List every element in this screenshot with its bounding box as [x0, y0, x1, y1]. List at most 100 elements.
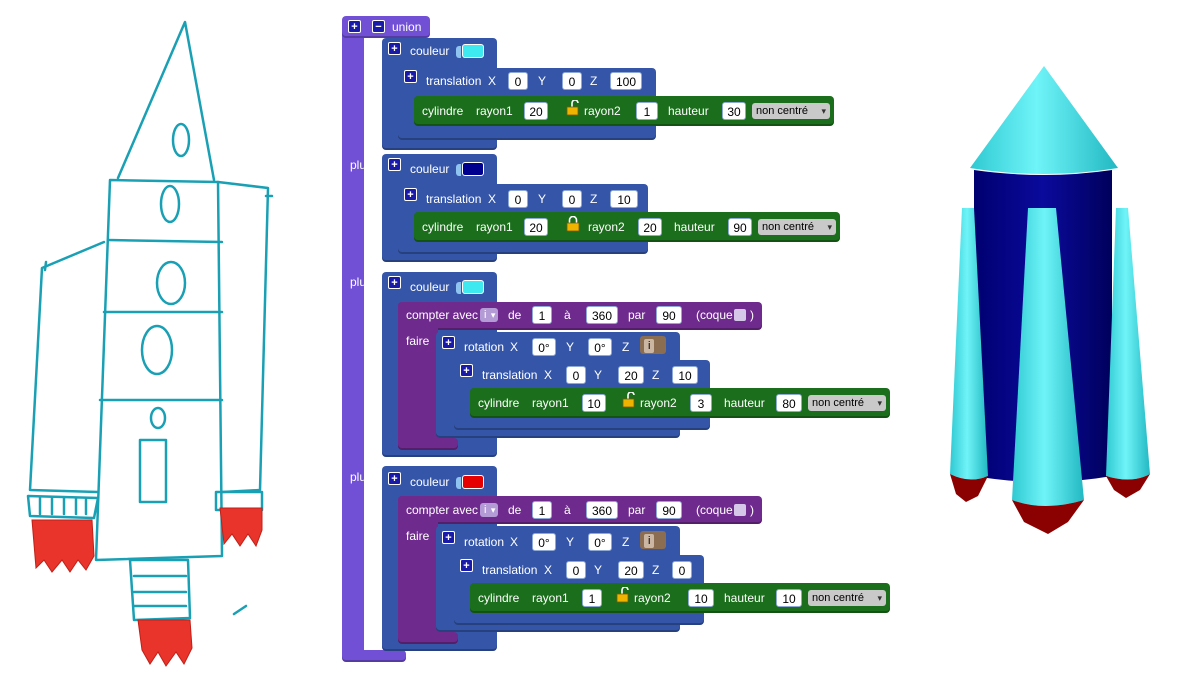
plus-label: plus [350, 158, 373, 172]
radius2-label: rayon2 [584, 104, 621, 118]
radius2-field[interactable]: 20 [638, 218, 662, 236]
lock-closed-icon[interactable] [566, 216, 580, 232]
to-field[interactable]: 360 [586, 306, 618, 324]
expand-icon[interactable]: + [404, 70, 417, 83]
height-label: hauteur [724, 591, 765, 605]
loop-variable-dropdown[interactable]: i [480, 503, 499, 517]
height-field[interactable]: 90 [728, 218, 752, 236]
centering-dropdown[interactable]: non centré [808, 395, 886, 411]
centering-dropdown[interactable]: non centré [808, 590, 886, 606]
color-swatch[interactable] [462, 475, 484, 489]
y-field[interactable]: 20 [618, 366, 644, 384]
union-block[interactable] [342, 16, 364, 661]
centering-dropdown[interactable]: non centré [758, 219, 836, 235]
cylinder-label: cylindre [478, 591, 520, 605]
expand-icon[interactable]: + [388, 472, 401, 485]
radius1-field[interactable]: 10 [582, 394, 606, 412]
rotation-y-field[interactable]: 0° [588, 533, 612, 551]
expand-icon[interactable]: + [404, 188, 417, 201]
rotation-label: rotation [464, 535, 505, 549]
from-field[interactable]: 1 [532, 306, 552, 324]
z-field[interactable]: 0 [672, 561, 692, 579]
variable-name[interactable]: i [644, 339, 655, 353]
rocket-sketch-svg [26, 20, 274, 667]
step-field[interactable]: 90 [656, 501, 682, 519]
z-field[interactable]: 10 [610, 190, 638, 208]
x-label: X [488, 192, 497, 206]
radius2-label: rayon2 [640, 396, 677, 410]
rotation-z-variable[interactable]: i [640, 531, 667, 549]
y-label: Y [566, 535, 575, 549]
count-loop-block[interactable] [398, 496, 762, 524]
expand-icon[interactable]: + [388, 42, 401, 55]
shell-checkbox[interactable] [734, 504, 746, 516]
expand-icon[interactable]: + [460, 559, 473, 572]
radius1-field[interactable]: 20 [524, 102, 548, 120]
x-field[interactable]: 0 [508, 190, 528, 208]
nose-cone [970, 66, 1118, 174]
expand-icon[interactable]: + [442, 531, 455, 544]
x-label: X [510, 535, 519, 549]
to-label: à [564, 503, 571, 517]
z-field[interactable]: 10 [672, 366, 698, 384]
loop-variable-dropdown[interactable]: i [480, 308, 499, 322]
radius2-field[interactable]: 1 [636, 102, 658, 120]
radius1-field[interactable]: 20 [524, 218, 548, 236]
translation-label: translation [426, 74, 482, 88]
left-nozzle [950, 474, 988, 502]
x-field[interactable]: 0 [508, 72, 528, 90]
rotation-z-variable[interactable]: i [640, 336, 667, 354]
z-field[interactable]: 100 [610, 72, 642, 90]
color-swatch[interactable] [462, 44, 484, 58]
lock-open-icon[interactable] [622, 392, 636, 408]
y-label: Y [538, 74, 547, 88]
block-workspace[interactable]: + − union plus plus plus + couleur + tra… [340, 10, 900, 680]
color-swatch[interactable] [462, 280, 484, 294]
to-field[interactable]: 360 [586, 501, 618, 519]
color-label: couleur [410, 44, 450, 58]
rotation-y-field[interactable]: 0° [588, 338, 612, 356]
from-field[interactable]: 1 [532, 501, 552, 519]
rotation-x-field[interactable]: 0° [532, 338, 556, 356]
y-field[interactable]: 20 [618, 561, 644, 579]
expand-icon[interactable]: + [388, 276, 401, 289]
x-field[interactable]: 0 [566, 366, 586, 384]
rocket-sketch-drawing [0, 0, 330, 691]
loop-label: compter avec [406, 308, 479, 322]
expand-icon[interactable]: + [388, 158, 401, 171]
union-header [342, 16, 430, 38]
height-field[interactable]: 30 [722, 102, 746, 120]
expand-icon[interactable]: + [460, 364, 473, 377]
input-socket [456, 46, 461, 58]
centering-dropdown[interactable]: non centré [752, 103, 830, 119]
cylinder-label: cylindre [422, 220, 464, 234]
y-field[interactable]: 0 [562, 72, 582, 90]
shell-checkbox[interactable] [734, 309, 746, 321]
to-label: à [564, 308, 571, 322]
radius1-field[interactable]: 1 [582, 589, 602, 607]
variable-name[interactable]: i [644, 534, 655, 548]
step-field[interactable]: 90 [656, 306, 682, 324]
rotation-x-field[interactable]: 0° [532, 533, 556, 551]
x-field[interactable]: 0 [566, 561, 586, 579]
from-label: de [508, 503, 522, 517]
radius2-field[interactable]: 10 [688, 589, 714, 607]
translation-label: translation [482, 563, 538, 577]
y-field[interactable]: 0 [562, 190, 582, 208]
height-field[interactable]: 10 [776, 589, 802, 607]
color-label: couleur [410, 280, 450, 294]
expand-icon[interactable]: + [348, 20, 361, 33]
do-label: faire [406, 529, 430, 543]
color-swatch[interactable] [462, 162, 484, 176]
collapse-icon[interactable]: − [372, 20, 385, 33]
lock-open-icon[interactable] [616, 587, 630, 603]
plus-label: plus [350, 470, 373, 484]
radius1-label: rayon1 [476, 220, 513, 234]
color-label: couleur [410, 475, 450, 489]
rotation-label: rotation [464, 340, 505, 354]
lock-open-icon[interactable] [566, 100, 580, 116]
height-field[interactable]: 80 [776, 394, 802, 412]
radius2-field[interactable]: 3 [690, 394, 712, 412]
expand-icon[interactable]: + [442, 336, 455, 349]
count-loop-block[interactable] [398, 302, 762, 330]
